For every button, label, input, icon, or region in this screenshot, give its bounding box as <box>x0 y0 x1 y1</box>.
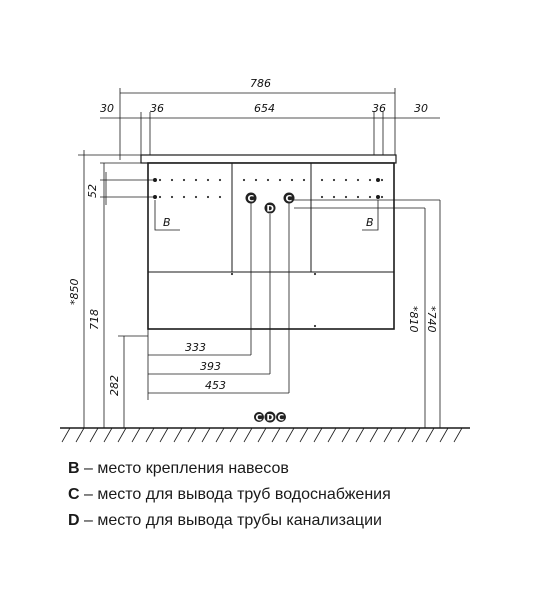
pipe-lines <box>250 199 440 380</box>
dim-label-36-right: 36 <box>372 102 386 115</box>
c-floor-left-label: C <box>256 414 263 424</box>
mount-dots <box>158 178 384 328</box>
dim-right-verticals <box>424 200 441 428</box>
dim-52 <box>100 172 155 205</box>
dim-overall-width <box>119 88 396 160</box>
legend-key-d: D <box>68 512 80 529</box>
dim-label-740: *740 <box>425 306 438 333</box>
legend-row-d: D – место для вывода трубы канализации <box>68 508 528 534</box>
dim-label-36-left: 36 <box>150 102 164 115</box>
b-label-left: B <box>163 216 171 229</box>
dim-label-282: 282 <box>108 375 121 396</box>
cabinet-body <box>147 162 395 330</box>
c-marker-right <box>283 192 295 204</box>
d-marker-center <box>264 202 276 214</box>
dim-label-333: 333 <box>185 341 206 354</box>
dim-label-786: 786 <box>250 77 271 90</box>
dim-row-2 <box>100 112 440 160</box>
c-marker-left-label: C <box>248 195 255 205</box>
c-marker-right-label: C <box>286 195 293 205</box>
dim-label-654: 654 <box>254 102 275 115</box>
c-floor-right <box>276 412 286 422</box>
dim-label-393: 393 <box>200 360 221 373</box>
d-marker-center-label: D <box>267 205 274 215</box>
dim-label-810: *810 <box>407 306 420 333</box>
b-marker-left <box>154 200 180 231</box>
dim-label-850: *850 <box>68 279 81 306</box>
legend-text-d: – место для вывода трубы канализации <box>79 512 382 529</box>
legend-key-c: C <box>68 486 80 503</box>
legend-text-c: – место для вывода труб водоснабжения <box>79 486 391 503</box>
dim-label-52: 52 <box>86 184 99 198</box>
legend-row-b: B – место крепления навесов <box>68 456 528 482</box>
legend-key-b: B <box>68 460 80 477</box>
countertop <box>140 154 397 164</box>
d-floor-label: D <box>267 414 274 424</box>
c-floor-left <box>254 412 264 422</box>
c-marker-left <box>245 192 257 204</box>
dim-label-453: 453 <box>205 379 226 392</box>
dim-label-718: 718 <box>88 309 101 330</box>
d-floor <box>264 411 276 423</box>
dim-label-30-left: 30 <box>100 102 114 115</box>
b-marker-right <box>362 200 379 231</box>
legend-text-b: – место крепления навесов <box>79 460 289 477</box>
dim-horizontals <box>147 329 290 400</box>
legend: B – место крепления навесов C – место дл… <box>68 456 528 534</box>
dim-label-30-right: 30 <box>414 102 428 115</box>
legend-row-c: C – место для вывода труб водоснабжения <box>68 482 528 508</box>
floor <box>60 427 470 443</box>
dim-left-verticals <box>78 150 148 428</box>
c-floor-right-label: C <box>278 414 285 424</box>
b-label-right: B <box>366 216 374 229</box>
